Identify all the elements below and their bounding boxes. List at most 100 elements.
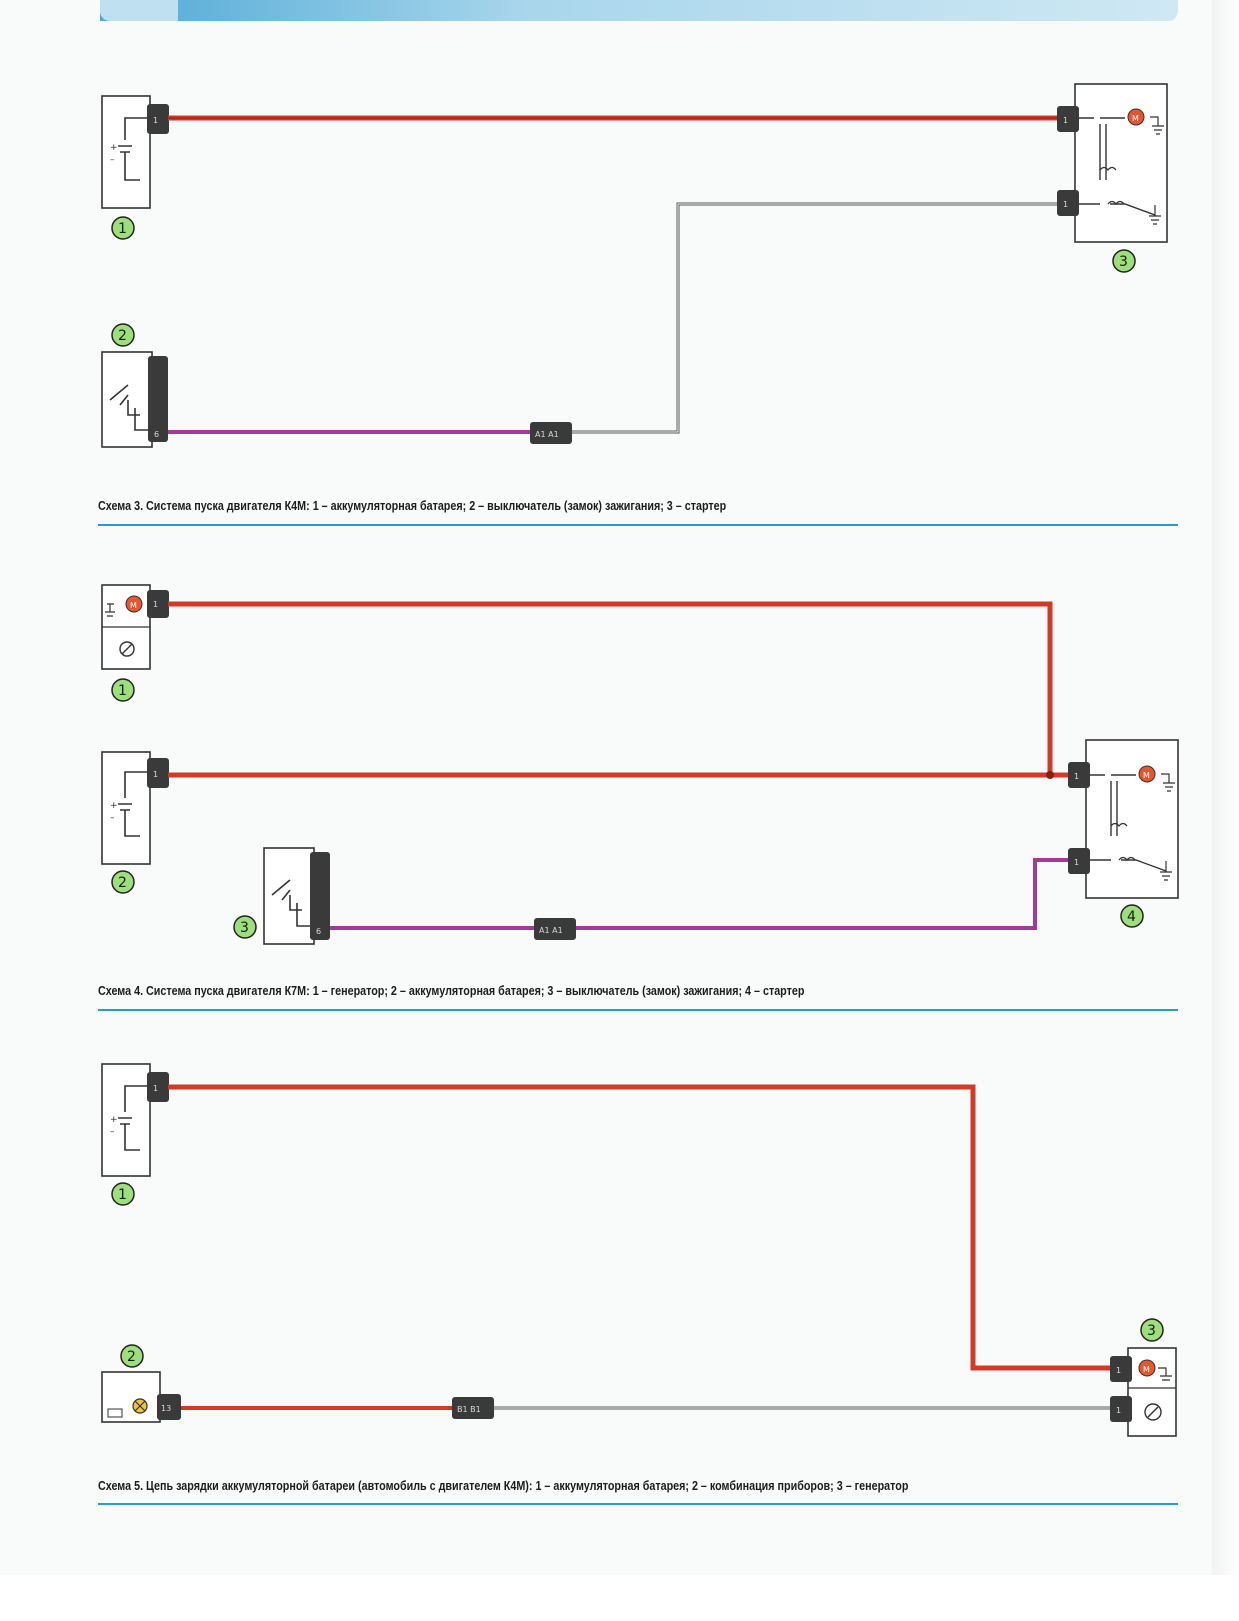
badge-3: 3	[1140, 1318, 1164, 1342]
ignition-switch-icon	[109, 384, 148, 431]
svg-text:2: 2	[127, 1349, 136, 1365]
svg-text:1: 1	[1116, 1406, 1121, 1415]
header-band	[100, 0, 1178, 21]
generator-box: 1 M	[101, 584, 169, 670]
page-bottom-margin	[0, 1575, 1239, 1621]
caption-text: 1 – генератор; 2 – аккумуляторная батаре…	[312, 984, 805, 998]
svg-text:–: –	[110, 155, 115, 165]
caption-title: Схема 3. Система пуска двигателя К4М:	[98, 499, 310, 513]
svg-text:3: 3	[1147, 1323, 1156, 1339]
svg-text:6: 6	[316, 927, 321, 936]
caption-scheme-3: Схема 3. Система пуска двигателя К4М: 1 …	[98, 499, 726, 513]
svg-text:M: M	[1143, 771, 1150, 780]
caption-scheme-5: Схема 5. Цепь зарядки аккумуляторной бат…	[98, 1479, 908, 1493]
svg-text:6: 6	[154, 430, 159, 439]
svg-text:1: 1	[1063, 200, 1068, 209]
svg-text:1: 1	[153, 600, 158, 609]
svg-text:–: –	[110, 813, 115, 823]
svg-text:A1 A1: A1 A1	[535, 430, 559, 439]
caption-title: Схема 4. Система пуска двигателя К7М:	[98, 984, 310, 998]
ground-icon	[1149, 116, 1164, 225]
signal-wire-b	[574, 858, 1068, 930]
battery-box: 1 + –	[101, 1063, 169, 1177]
svg-text:3: 3	[1119, 254, 1128, 270]
caption-title: Схема 5. Цепь зарядки аккумуляторной бат…	[98, 1479, 533, 1493]
svg-text:B1 B1: B1 B1	[457, 1405, 481, 1414]
ground-icon	[1160, 773, 1175, 881]
badge-3: 3	[1112, 249, 1136, 273]
svg-text:2: 2	[118, 875, 127, 891]
badge-4: 4	[1120, 904, 1144, 928]
generator-icon	[119, 641, 135, 657]
divider-rule	[98, 1503, 1178, 1505]
starter-icon	[1090, 774, 1167, 872]
svg-text:A1 A1: A1 A1	[539, 926, 563, 935]
badge-2: 2	[111, 323, 135, 347]
svg-text:1: 1	[118, 683, 127, 699]
warning-lamp-icon	[107, 1398, 148, 1418]
badge-3: 3	[233, 915, 257, 939]
badge-1: 1	[111, 1182, 135, 1206]
motor-icon: M	[1127, 108, 1145, 126]
motor-icon: M	[1138, 1359, 1156, 1377]
ignition-switch-icon	[271, 879, 310, 927]
scheme-3: 1 + – 1 6 2	[101, 83, 1168, 448]
svg-text:1: 1	[118, 221, 127, 237]
page-edge-shade	[1212, 0, 1239, 1621]
starter-icon	[1079, 117, 1156, 216]
badge-1: 1	[111, 216, 135, 240]
svg-text:1: 1	[1074, 858, 1079, 867]
ignition-switch-box: 6	[101, 351, 168, 448]
pin-label: 1	[153, 116, 158, 125]
junction-dot	[1046, 771, 1054, 779]
generator-box: 1 1 M	[1110, 1347, 1177, 1437]
svg-text:13: 13	[161, 1404, 171, 1413]
caption-text: 1 – аккумуляторная батарея; 2 – комбинац…	[535, 1479, 909, 1493]
instrument-cluster-box: 13	[101, 1371, 181, 1423]
starter-box: 1 1 M	[1068, 739, 1179, 899]
scheme-4: 1 M 1 1 + –	[101, 584, 1179, 945]
svg-text:M: M	[1132, 114, 1139, 123]
inline-connector: A1 A1	[534, 918, 576, 940]
svg-text:1: 1	[1074, 772, 1079, 781]
motor-icon: M	[105, 595, 143, 617]
inline-connector: B1 B1	[452, 1397, 494, 1419]
svg-text:3: 3	[240, 920, 249, 936]
svg-text:4: 4	[1127, 909, 1136, 925]
ignition-switch-box: 6	[263, 847, 330, 945]
svg-text:–: –	[110, 1127, 115, 1137]
divider-rule	[98, 1009, 1178, 1011]
motor-icon: M	[1138, 765, 1156, 783]
caption-text: 1 – аккумуляторная батарея; 2 – выключат…	[312, 499, 727, 513]
battery-box: 1 + –	[101, 751, 169, 865]
svg-text:M: M	[130, 601, 137, 610]
battery-icon: + –	[110, 117, 147, 181]
starter-box: 1 1 M	[1057, 83, 1168, 243]
header-tab	[100, 0, 178, 21]
svg-text:1: 1	[118, 1187, 127, 1203]
svg-text:1: 1	[1063, 116, 1068, 125]
battery-box: 1 + –	[101, 95, 169, 209]
signal-wire-b-core	[568, 203, 1057, 433]
battery-icon: + –	[110, 1085, 147, 1151]
badge-2: 2	[111, 870, 135, 894]
badge-2: 2	[120, 1344, 144, 1368]
caption-scheme-4: Схема 4. Система пуска двигателя К7М: 1 …	[98, 984, 804, 998]
battery-icon: + –	[110, 771, 147, 837]
svg-text:1: 1	[153, 1084, 158, 1093]
ground-icon	[1158, 1367, 1172, 1381]
svg-text:+: +	[110, 1115, 118, 1125]
svg-text:+: +	[110, 143, 118, 153]
scheme-5: 1 + – 1 13 2	[101, 1063, 1177, 1437]
svg-text:2: 2	[118, 328, 127, 344]
svg-text:+: +	[110, 801, 118, 811]
signal-wire-b	[568, 202, 1057, 434]
svg-text:1: 1	[1116, 1366, 1121, 1375]
svg-text:M: M	[1143, 1365, 1150, 1374]
svg-text:1: 1	[153, 770, 158, 779]
power-wire	[168, 1084, 1110, 1371]
power-wire-generator	[168, 601, 1068, 778]
generator-icon	[1144, 1403, 1162, 1421]
